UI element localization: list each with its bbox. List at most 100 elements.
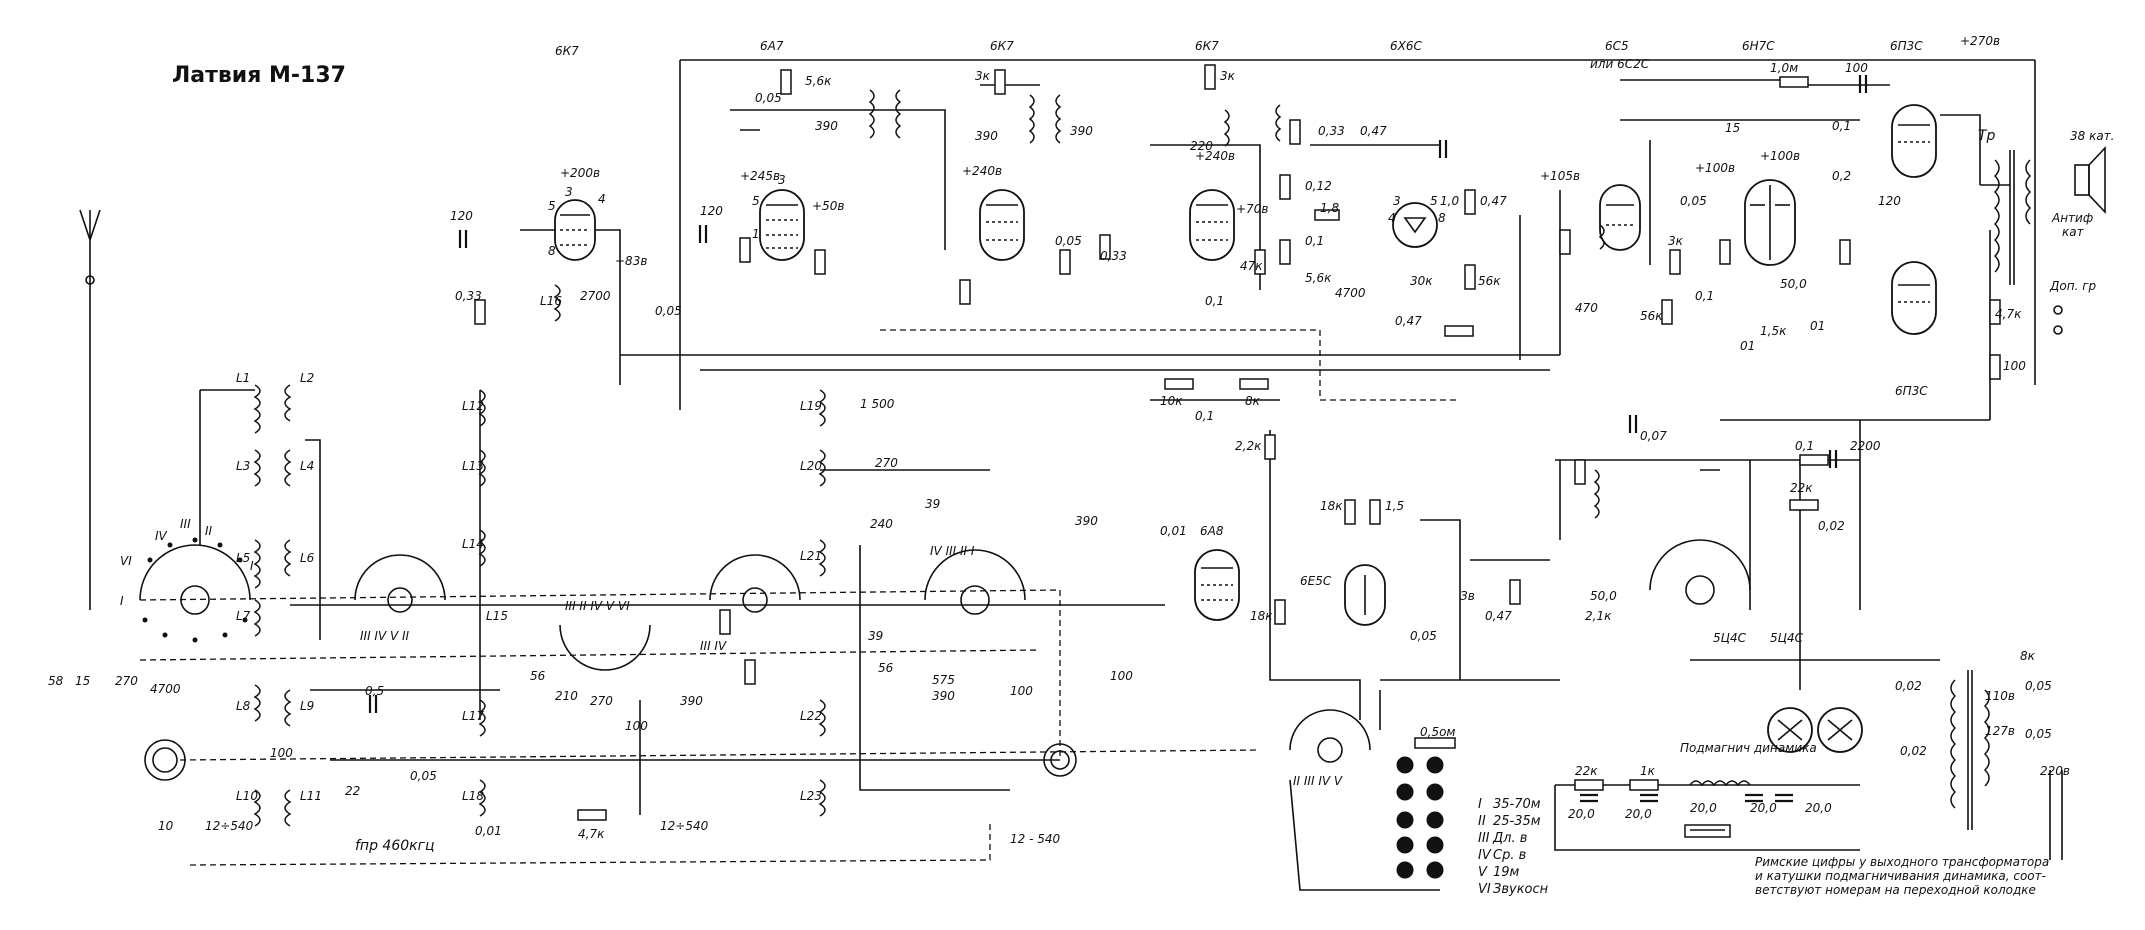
coil-l11: L11	[300, 789, 322, 803]
antifon-label: Антиф	[2051, 211, 2093, 225]
band-1-num: I	[1478, 797, 1482, 812]
value-c390e: 390	[1075, 514, 1098, 528]
rectifier-label-1: 5Ц4С	[1713, 631, 1747, 645]
value-r012: 0,12	[1305, 179, 1332, 193]
value-r10m: 1,0м	[1770, 61, 1798, 75]
value-r56k: 5,6к	[805, 74, 832, 88]
tube-label-6p3c-a: 6П3С	[1890, 39, 1923, 53]
value-c200b: 20,0	[1625, 807, 1652, 821]
band-6-range: Звукосн	[1493, 882, 1549, 897]
power-filter	[1554, 779, 1860, 851]
band-indicator-lamps	[1289, 737, 1456, 891]
band-2-range: 25-35м	[1493, 814, 1541, 829]
svg-text:4: 4	[1388, 211, 1396, 225]
tube-label-6h7c: 6Н7С	[1742, 39, 1775, 53]
voltage-70: +70в	[1236, 202, 1268, 216]
value-c15b: 15	[75, 674, 90, 688]
value-c01f: 01	[1810, 319, 1825, 333]
value-c01d: 0,1	[1695, 289, 1714, 303]
value-c390-lower: 390	[680, 694, 703, 708]
top-bus-wiring	[520, 59, 2036, 610]
svg-text:5: 5	[1430, 194, 1438, 208]
switch-label-zv: Зв	[1460, 589, 1475, 603]
value-c120b: 120	[700, 204, 723, 218]
coil-l10: L10	[236, 789, 258, 803]
rectifier-tube-1	[1767, 707, 1813, 753]
coil-l6: L6	[300, 551, 315, 565]
voltage-83: +83в	[615, 254, 647, 268]
coil-l20: L20	[800, 459, 822, 473]
band-1-range: 35-70м	[1493, 797, 1541, 812]
value-c2700: 2700	[580, 289, 611, 303]
value-c12540c: 12 - 540	[1010, 832, 1060, 846]
value-c100c: 100	[625, 719, 648, 733]
value-c4700a: 4700	[1335, 286, 1366, 300]
value-c005g: 0,05	[2025, 679, 2052, 693]
band-legend: I 35-70м II 25-35м III Дл. в IV Ср. в V …	[1478, 797, 1549, 897]
waveband-switch-1: IV III II VI I I	[120, 517, 254, 643]
value-c390d: 390	[932, 689, 955, 703]
value-r047b: 0,47	[1480, 194, 1507, 208]
waveband-switch-2: III IV V II	[354, 554, 446, 643]
transformer-label: Тр	[1978, 128, 1996, 144]
coil-l13: L13	[462, 459, 484, 473]
value-c01c: 0,1	[1195, 409, 1214, 423]
coil-l8: L8	[236, 699, 251, 713]
tube-label-6e5c: 6Е5С	[1300, 574, 1332, 588]
coil-l4: L4	[300, 459, 314, 473]
rectifier-label-2: 5Ц4С	[1770, 631, 1804, 645]
footnote-line-3: ветствуют номерам на переходной колодке	[1755, 883, 2036, 897]
value-r470: 470	[1575, 301, 1598, 315]
value-c002c: 0,02	[1900, 744, 1927, 758]
value-c005b: 0,05	[755, 91, 782, 105]
value-c270a: 270	[875, 456, 898, 470]
value-r10k: 10к	[1160, 394, 1183, 408]
mains-110: 110в	[1985, 689, 2015, 703]
value-r47k: 47к	[1240, 259, 1263, 273]
value-c001: 0,01	[1160, 524, 1187, 538]
value-r047c: 0,47	[1485, 609, 1512, 623]
lamp-resistor-value: 0,5ом	[1420, 725, 1455, 739]
speaker-label: 38 кат.	[2070, 129, 2115, 143]
band-4-range: Ср. в	[1493, 848, 1526, 863]
value-r1k: 1к	[1640, 764, 1656, 778]
coil-l12: L12	[462, 399, 484, 413]
capacitors	[368, 75, 1868, 803]
voltage-245: +245в	[740, 169, 780, 183]
value-r047a: 0,47	[1395, 314, 1422, 328]
tube-label-6x6c: 6Х6С	[1390, 39, 1422, 53]
value-c047: 0,47	[1360, 124, 1387, 138]
value-c56a: 56	[878, 661, 894, 675]
tube-label-6p3c-b: 6П3С	[1895, 384, 1928, 398]
coil-l2: L2	[300, 371, 314, 385]
waveband-switch-6	[1649, 539, 1751, 605]
component-values: 120 120 0,33 2700 0,05 0,05 5,6к 390 3к …	[48, 61, 2052, 846]
svg-text:1: 1	[752, 227, 760, 241]
value-c500b: 50,0	[1590, 589, 1617, 603]
tube-phase-inverter-6h7c	[1744, 179, 1796, 266]
value-c002a: 0,02	[1818, 519, 1845, 533]
footnote-line-2: и катушки подмагничивания динамика, соот…	[1755, 869, 2046, 883]
value-c120c: 120	[1878, 194, 1901, 208]
value-r21k: 2,1к	[1585, 609, 1612, 623]
tube-rf-amplifier: 3 5 8 4	[548, 185, 606, 261]
coil-l16: L16	[540, 294, 562, 308]
band-5-range: 19м	[1493, 865, 1520, 880]
value-r01b: 0,1	[1795, 439, 1814, 453]
value-c22: 22	[345, 784, 360, 798]
svg-text:8: 8	[548, 244, 556, 258]
diagram-title: Латвия М-137	[172, 63, 346, 88]
value-c200d: 20,0	[1750, 801, 1777, 815]
value-c39b: 39	[868, 629, 883, 643]
tube-label-6k7-b: 6К7	[990, 39, 1014, 53]
value-c005c: 0,05	[1055, 234, 1082, 248]
value-r100: 100	[2003, 359, 2026, 373]
value-c033: 0,33	[1318, 124, 1345, 138]
if-frequency-label: fпр 460кгц	[355, 838, 434, 854]
value-r15: 1,5	[1385, 499, 1404, 513]
value-c390b: 390	[975, 129, 998, 143]
tube-output-6p3c-lower	[1891, 261, 1937, 335]
tube-label-6k7-a: 6К7	[555, 44, 579, 58]
value-r3kc: 3к	[1668, 234, 1684, 248]
